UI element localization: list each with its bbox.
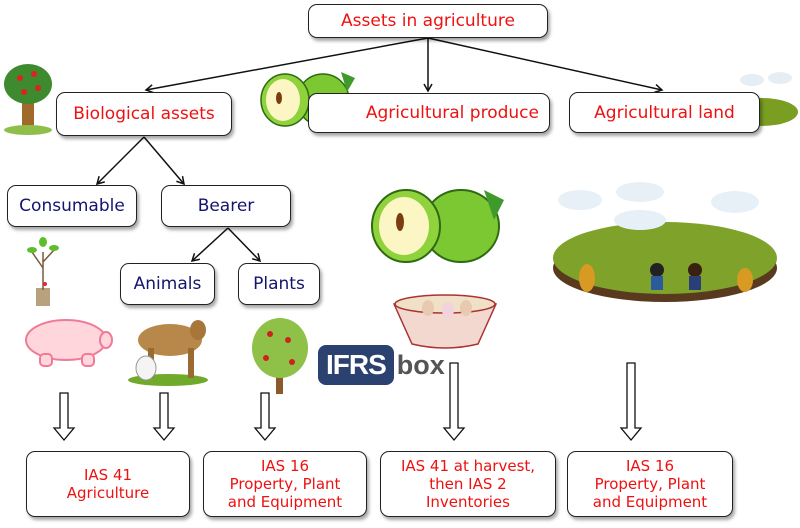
standard-ias41-ias2: IAS 41 at harvest, then IAS 2 Inventorie…	[380, 451, 556, 517]
apple-tree-icon	[4, 64, 52, 135]
node-root-label: Assets in agriculture	[341, 11, 515, 31]
standard-line: Property, Plant	[229, 475, 341, 493]
pig-icon	[25, 319, 113, 367]
node-agricultural-produce: Agricultural produce	[308, 93, 550, 133]
farm-island-icon	[553, 182, 777, 302]
green-apples-large-icon	[371, 189, 504, 263]
standard-line: Agriculture	[66, 484, 150, 502]
standard-line: Property, Plant	[594, 475, 706, 493]
cow-milking-icon	[128, 320, 208, 386]
node-biological-assets: Biological assets	[56, 92, 232, 136]
node-label: Agricultural produce	[365, 103, 539, 123]
logo-suffix: box	[396, 349, 445, 380]
standard-line: IAS 41	[83, 466, 133, 484]
standard-line: Inventories	[426, 493, 510, 511]
down-arrow-icons	[52, 362, 643, 442]
logo-main: IFRS	[318, 345, 394, 385]
ifrsbox-logo: IFRS box	[318, 345, 445, 385]
standard-ias16-bearer: IAS 16 Property, Plant and Equipment	[203, 451, 367, 517]
standard-line: and Equipment	[592, 493, 708, 511]
standard-ias41: IAS 41 Agriculture	[26, 451, 190, 517]
apple-tree-harvest-icon	[252, 318, 308, 394]
node-label: Plants	[253, 274, 305, 294]
node-label: Biological assets	[73, 104, 215, 124]
standard-line: and Equipment	[227, 493, 343, 511]
node-label: Animals	[133, 274, 202, 294]
standard-ias16-land: IAS 16 Property, Plant and Equipment	[567, 451, 733, 517]
node-consumable: Consumable	[7, 185, 137, 227]
node-plants: Plants	[238, 263, 320, 305]
node-label: Agricultural land	[594, 102, 735, 123]
node-label: Consumable	[19, 196, 125, 216]
egg-basket-icon	[392, 294, 498, 349]
node-label: Bearer	[197, 196, 255, 216]
seedling-icon	[27, 237, 59, 306]
node-root: Assets in agriculture	[308, 4, 548, 38]
standard-line: IAS 16	[260, 457, 310, 475]
node-agricultural-land: Agricultural land	[569, 92, 760, 133]
standard-line: IAS 16	[625, 457, 675, 475]
standard-line: then IAS 2	[429, 475, 507, 493]
node-bearer: Bearer	[161, 185, 291, 227]
standard-line: IAS 41 at harvest,	[400, 457, 536, 475]
node-animals: Animals	[120, 263, 215, 305]
